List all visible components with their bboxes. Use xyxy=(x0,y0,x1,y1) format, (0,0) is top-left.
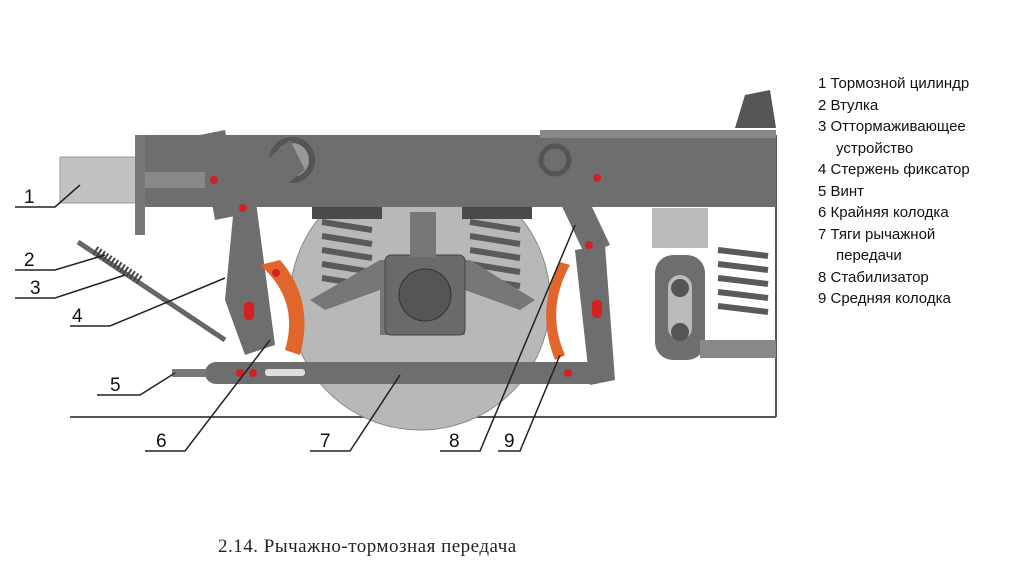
rod-slot xyxy=(265,369,305,376)
frame-top-plate xyxy=(540,130,776,138)
frame-bracket xyxy=(735,90,776,128)
legend-item-7-cont: передачи xyxy=(836,247,902,264)
suspension-pin-top xyxy=(671,279,689,297)
pins xyxy=(210,174,602,377)
callout-6: 6 xyxy=(156,431,167,452)
brake-cylinder xyxy=(59,156,141,204)
axle-post xyxy=(410,212,436,257)
spring-cap-left xyxy=(312,207,382,219)
figure-caption: 2.14. Рычажно-тормозная передача xyxy=(218,536,517,557)
callout-8: 8 xyxy=(449,431,460,452)
brake-rod xyxy=(205,362,605,384)
legend-item-4: 4 Стержень фиксатор xyxy=(818,161,970,178)
callout-7: 7 xyxy=(320,431,331,452)
callout-2: 2 xyxy=(24,250,35,271)
legend-item-3-cont: устройство xyxy=(836,139,914,157)
release-rod xyxy=(76,239,227,343)
lever-arm xyxy=(255,140,305,200)
stabilizer-eye xyxy=(538,143,572,177)
callout-4: 4 xyxy=(72,306,83,327)
legend-item-7: 7 Тяги рычажной xyxy=(818,225,936,243)
spring-cap-right xyxy=(462,207,532,219)
brake-shoe-left xyxy=(260,260,305,355)
suspension-pin-bottom xyxy=(671,323,689,341)
callout-5: 5 xyxy=(110,375,121,396)
callout-1: 1 xyxy=(24,187,35,208)
legend-item-6: 6 Крайняя колодка xyxy=(818,204,949,221)
lever-left-vertical xyxy=(200,130,240,220)
cylinder-rod xyxy=(145,172,205,188)
legend-item-8: 8 Стабилизатор xyxy=(818,268,929,286)
legend-item-3: 3 Оттормаживающее xyxy=(818,118,966,135)
legend-item-5: 5 Винт xyxy=(818,182,865,200)
callout-3: 3 xyxy=(30,278,41,299)
legend-item-2: 2 Втулка xyxy=(818,96,879,114)
suspension-spring xyxy=(717,247,769,315)
shoe-holder-left xyxy=(225,195,275,355)
leader-lines xyxy=(15,184,576,452)
axle-cap xyxy=(398,268,452,322)
legend-item-9: 9 Средняя колодка xyxy=(818,290,951,307)
suspension-base xyxy=(700,340,776,358)
legend-item-1: 1 Тормозной цилиндр xyxy=(818,75,970,92)
callout-9: 9 xyxy=(504,431,515,452)
release-spring xyxy=(92,246,143,284)
legend: 1 Тормозной цилиндр 2 Втулка 3 Оттормажи… xyxy=(818,73,970,310)
brake-shoe-right xyxy=(546,262,570,360)
adjust-screw xyxy=(172,369,207,377)
suspension-block xyxy=(652,208,708,248)
cylinder-flange xyxy=(135,135,145,235)
